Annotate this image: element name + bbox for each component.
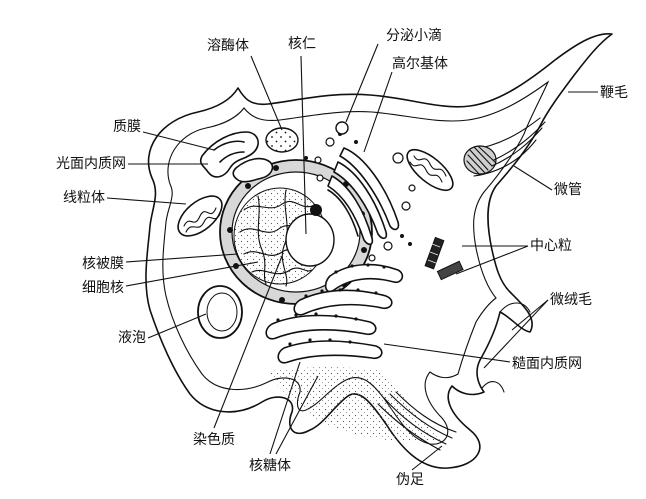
cytoplasm-outline bbox=[162, 80, 550, 445]
basal-body bbox=[463, 145, 497, 175]
label-plasma-membrane: 质膜 bbox=[113, 119, 141, 135]
ribosome-dots bbox=[276, 263, 386, 346]
nucleolus-shape bbox=[285, 213, 335, 267]
label-nucleus: 细胞核 bbox=[82, 280, 124, 296]
pseudopod-filaments bbox=[377, 391, 457, 451]
label-nuclear-envelope: 核被膜 bbox=[82, 256, 124, 272]
label-centriole: 中心粒 bbox=[530, 238, 572, 254]
cell-body bbox=[145, 33, 613, 469]
label-pseudopod: 伪足 bbox=[396, 472, 424, 488]
rough-er-structure bbox=[265, 263, 404, 364]
label-smooth-er: 光面内质网 bbox=[56, 156, 126, 172]
label-golgi: 高尔基体 bbox=[392, 55, 448, 72]
cell-outline bbox=[145, 33, 613, 469]
mitochondrion-right bbox=[406, 148, 454, 192]
flagellum-structure bbox=[463, 117, 546, 177]
golgi-vesicles bbox=[314, 137, 416, 262]
labels: 溶酶体 核仁 分泌小滴 高尔基体 鞭毛 质膜 光面内质网 线粒体 微管 中心粒 … bbox=[56, 27, 628, 488]
label-flagellum: 鞭毛 bbox=[600, 85, 628, 101]
label-microtubule: 微管 bbox=[554, 182, 582, 198]
label-secretory-vesicle: 分泌小滴 bbox=[386, 27, 442, 44]
golgi-structure bbox=[327, 147, 400, 246]
vacuole-shape bbox=[197, 285, 243, 339]
label-rough-er: 糙面内质网 bbox=[512, 356, 582, 372]
microvilli-structure bbox=[481, 302, 531, 393]
mitochondrion-left bbox=[177, 195, 223, 237]
secretory-vesicle-shape bbox=[335, 121, 349, 135]
centriole-structure bbox=[424, 236, 464, 281]
label-ribosome: 核糖体 bbox=[249, 458, 291, 474]
ribosome-field bbox=[266, 367, 440, 442]
leader-lines bbox=[106, 43, 598, 471]
label-lysosome: 溶酶体 bbox=[207, 38, 249, 54]
lysosome-shape bbox=[265, 127, 299, 153]
label-mitochondrion: 线粒体 bbox=[63, 190, 105, 206]
label-vacuole: 液泡 bbox=[118, 330, 146, 346]
label-nucleolus: 核仁 bbox=[288, 36, 316, 52]
label-chromatin: 染色质 bbox=[193, 431, 235, 448]
label-microvilli: 微绒毛 bbox=[550, 292, 592, 308]
smooth-er-structure bbox=[199, 131, 274, 183]
